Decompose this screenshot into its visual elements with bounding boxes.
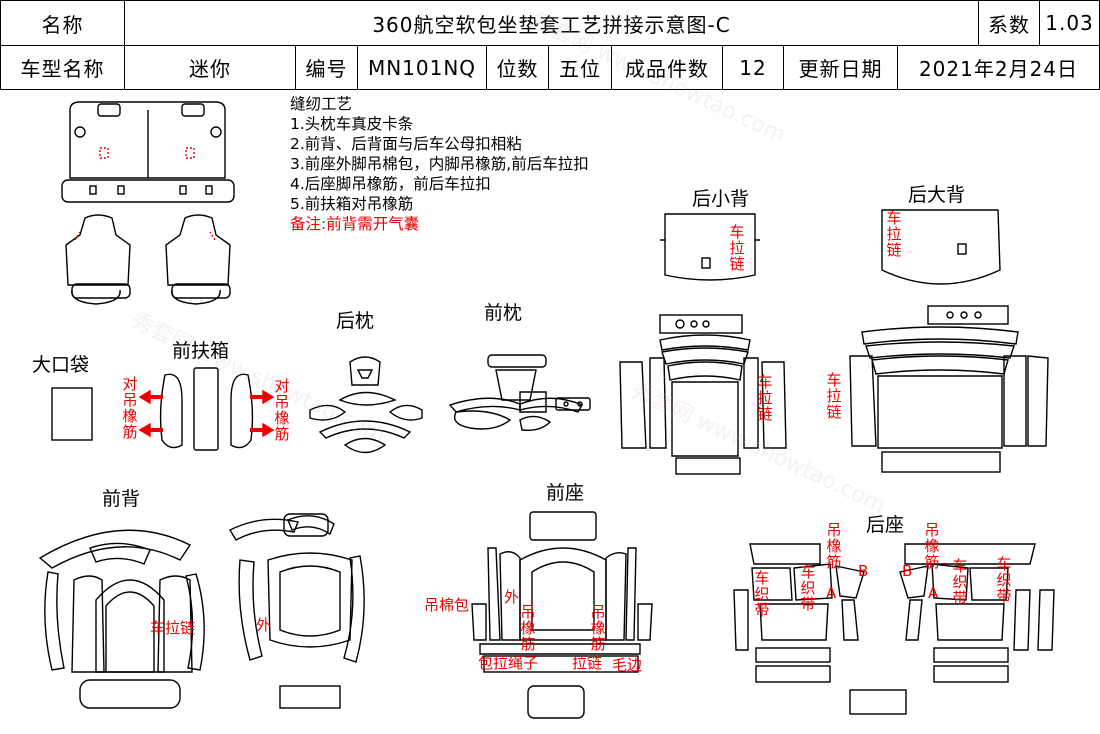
seats-label: 位数 — [486, 45, 549, 90]
sewing-notes: 缝纫工艺 1.头枕车真皮卡条 2.前背、后背面与后车公母扣相粘 3.前座外脚吊棉… — [290, 94, 589, 234]
note-armrest-right: 对吊橡筋 — [274, 377, 290, 443]
note-front-seat-outer: 外 — [504, 588, 520, 606]
note-rear-a-right: A — [928, 584, 939, 602]
note-item: 2.前背、后背面与后车公母扣相粘 — [290, 135, 522, 153]
note-rear-elastic-left: 吊橡筋 — [826, 521, 842, 571]
note-rear-elastic-right: 吊橡筋 — [924, 521, 940, 571]
label-pocket: 大口袋 — [32, 354, 90, 376]
front-seat-pieces — [471, 511, 653, 719]
thumbnail-rear-seat — [61, 101, 235, 203]
date-value: 2021年2月24日 — [897, 45, 1100, 90]
rear-seat-pieces — [733, 543, 1055, 715]
note-small-back-mid: 车拉链 — [757, 373, 773, 423]
note-front-seat-cotton: 吊棉包 — [424, 596, 470, 614]
label-rear-small-back: 后小背 — [692, 188, 750, 210]
note-big-back-mid: 车拉链 — [826, 371, 842, 421]
note-big-back-top: 车拉链 — [886, 209, 902, 259]
note-item: 3.前座外脚吊棉包，内脚吊橡筋,前后车拉扣 — [290, 155, 589, 173]
model-value: 迷你 — [124, 45, 296, 90]
notes-title: 缝纫工艺 — [290, 95, 353, 113]
front-back-pieces — [38, 513, 365, 709]
label-front-pillow: 前枕 — [484, 302, 523, 324]
note-item: 4.后座脚吊橡筋，前后车拉扣 — [290, 175, 491, 193]
armrest-pieces — [159, 367, 254, 451]
rear-pillow-pieces — [309, 356, 423, 454]
front-pillow-pieces — [448, 354, 591, 432]
note-rear-strap-right2: 车织带 — [952, 557, 968, 607]
coef-label: 系数 — [978, 0, 1040, 46]
label-armrest: 前扶箱 — [172, 340, 230, 362]
pieces-label: 成品件数 — [611, 45, 723, 90]
note-front-seat-bottom2: 拉链 — [572, 654, 603, 672]
pocket-piece — [51, 387, 93, 441]
note-rear-b-left: B — [858, 562, 869, 580]
note-armrest-left: 对吊橡筋 — [122, 375, 138, 441]
rear-big-back-pieces — [849, 209, 1049, 473]
note-front-back-zip: 车拉链 — [150, 619, 196, 637]
armrest-arrows — [138, 389, 275, 438]
note-rear-a-left: A — [826, 584, 837, 602]
note-rear-b-right: B — [902, 562, 913, 580]
label-rear-seat: 后座 — [866, 514, 905, 536]
note-front-seat-elastic-left: 吊橡筋 — [520, 603, 536, 653]
notes-remark: 备注:前背需开气囊 — [290, 215, 420, 233]
label-front-back: 前背 — [102, 488, 141, 510]
note-rear-strap-right: 车织带 — [996, 555, 1012, 605]
date-label: 更新日期 — [783, 45, 898, 90]
note-front-seat-bottom: 包拉绳子 — [478, 654, 539, 672]
note-small-back-top: 车拉链 — [729, 223, 745, 273]
label-rear-pillow: 后枕 — [336, 310, 375, 332]
note-front-back-outer: 外 — [256, 616, 272, 634]
note-item: 5.前扶箱对吊橡筋 — [290, 195, 414, 213]
model-label: 车型名称 — [0, 45, 125, 90]
note-front-seat-elastic-right: 吊橡筋 — [590, 603, 606, 653]
thumbnail-front-seats — [65, 214, 231, 305]
note-front-seat-bottom3: 毛边 — [612, 656, 643, 674]
label-rear-big-back: 后大背 — [908, 184, 966, 206]
code-value: MN101NQ — [357, 45, 487, 90]
note-rear-strap-left: 车织带 — [754, 569, 770, 619]
note-item: 1.头枕车真皮卡条 — [290, 115, 414, 133]
note-rear-strap-left2: 车织带 — [800, 563, 816, 613]
title-block: 名称 360航空软包坐垫套工艺拼接示意图-C 系数 1.03 车型名称 迷你 编… — [0, 0, 1100, 90]
rear-small-back-pieces — [619, 213, 787, 475]
label-front-seat: 前座 — [546, 482, 585, 504]
